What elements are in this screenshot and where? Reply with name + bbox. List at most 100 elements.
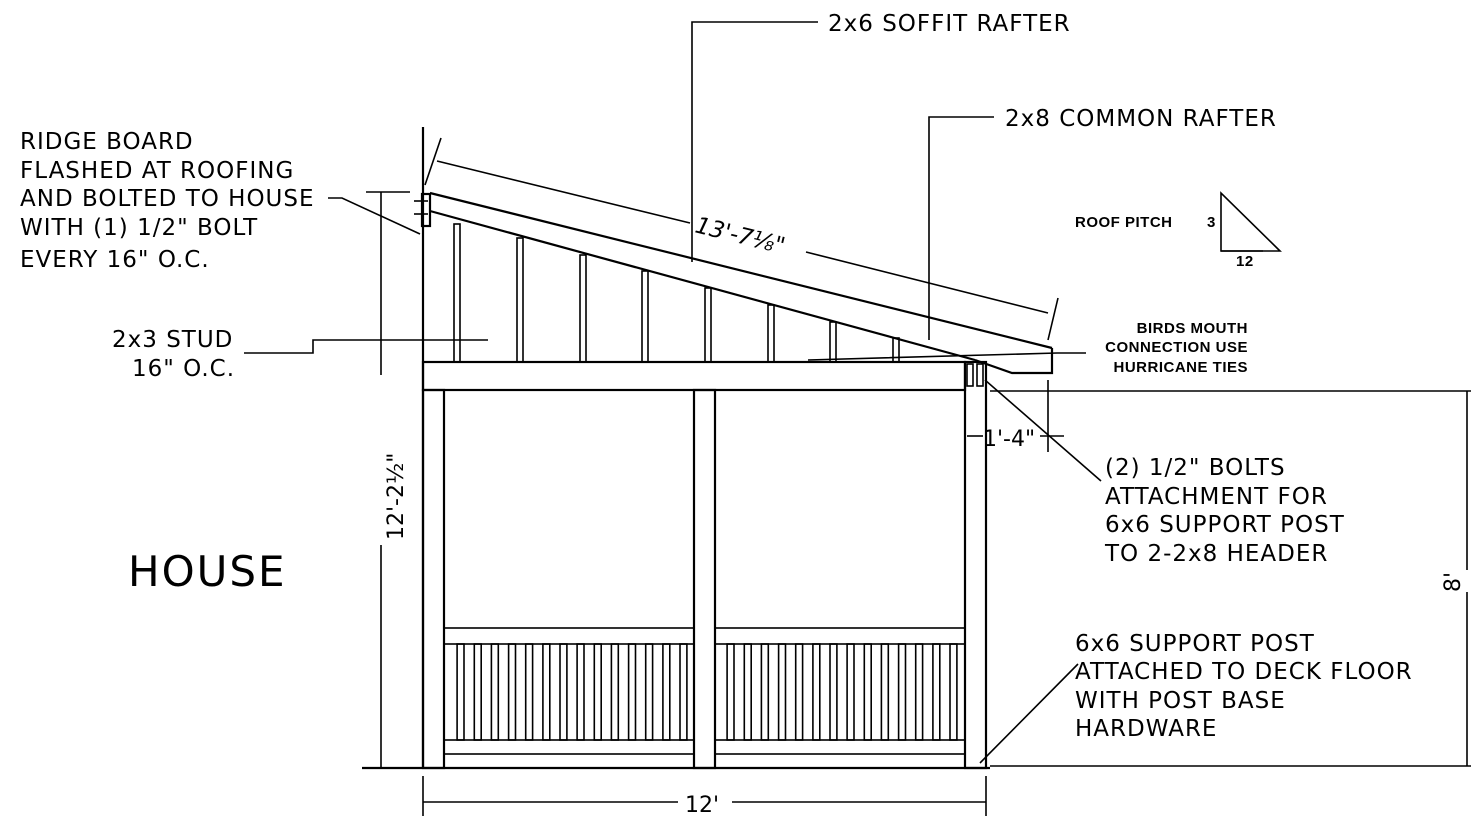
birds-mouth-line: BIRDS MOUTH [1137,320,1248,337]
framing [362,127,1054,770]
baluster [760,643,770,741]
stud-leader [244,339,488,354]
bottom-rail [714,739,966,755]
dimension-height: 12'-2½" [366,191,410,768]
pitch-run: 12 [1236,253,1254,270]
support-post-line: WITH POST BASE [1075,688,1286,714]
stud-note-line: 16" O.C. [132,356,235,382]
baluster [897,643,907,741]
birds-mouth-note: BIRDS MOUTH CONNECTION USE HURRICANE TIE… [1105,320,1248,376]
gable-studs [453,223,900,363]
baluster [593,643,602,741]
baluster [559,643,568,741]
overhang-label: 1'-4" [983,427,1035,452]
ridge-board-note: RIDGE BOARD FLASHED AT ROOFING AND BOLTE… [20,129,315,273]
baluster [610,643,620,741]
baluster [473,643,482,741]
rafter-bottom-edge [429,209,976,362]
bolts-note-line: ATTACHMENT FOR [1105,484,1328,510]
birds-mouth-line: CONNECTION USE [1105,339,1248,356]
support-post-leader [979,663,1079,764]
ridge-note-line: WITH (1) 1/2" BOLT [20,215,258,241]
baluster [829,643,838,741]
stud [516,237,524,363]
baluster [662,643,671,741]
height-label: 12'-2½" [384,453,409,540]
baluster [644,643,654,741]
top-rail [714,627,966,645]
stud [453,223,461,363]
support-post-line: ATTACHED TO DECK FLOOR [1075,659,1413,685]
header-beam [421,360,967,392]
bolts-note: (2) 1/2" BOLTS ATTACHMENT FOR 6x6 SUPPOR… [1104,455,1345,567]
bottom-rail [443,739,695,755]
bolts-note-line: 6x6 SUPPORT POST [1105,512,1345,538]
soffit-rafter-label: 2x6 SOFFIT RAFTER [828,11,1071,37]
roof-pitch-symbol: ROOF PITCH 3 12 [1075,191,1282,270]
dimension-right-height: 8' [990,390,1471,767]
soffit-leader [691,21,818,262]
ridge-note-line: AND BOLTED TO HOUSE [20,186,315,212]
baluster [726,643,735,741]
ridge-note-line: EVERY 16" O.C. [20,247,210,273]
roof-pitch-label: ROOF PITCH [1075,214,1173,231]
stud [641,270,649,363]
baluster [542,643,551,741]
baluster [627,643,637,741]
rafter-length-label: 13'-7⅛" [693,213,788,260]
support-post-line: 6x6 SUPPORT POST [1075,631,1315,657]
bolts-leader [984,379,1102,482]
baluster [524,643,534,741]
house-label: HOUSE [128,547,287,596]
baluster [812,643,821,741]
right-post [963,360,988,770]
post-bolt [966,363,974,387]
birds-mouth-leader [807,352,1086,361]
birds-mouth-line: HURRICANE TIES [1113,359,1248,376]
common-rafter-label: 2x8 COMMON RAFTER [1005,106,1277,132]
pitch-rise: 3 [1207,214,1216,231]
baluster [507,643,517,741]
baluster [932,643,941,741]
baluster [743,643,752,741]
baluster [914,643,924,741]
support-post-line: HARDWARE [1075,716,1217,742]
stud [767,304,775,363]
dimension-overhang: 1'-4" [967,380,1064,452]
baluster [490,643,500,741]
baluster [880,643,890,741]
ridge-board [420,192,432,228]
common-rafter-leader [928,116,994,340]
stud [704,287,712,363]
width-label: 12' [685,793,719,816]
baluster [777,643,787,741]
bolts-note-line: TO 2-2x8 HEADER [1104,541,1328,567]
pitch-triangle [1220,191,1282,252]
dimension-rafter-length: 13'-7⅛" [424,137,1059,341]
left-post [421,388,446,770]
baluster [794,643,804,741]
top-rail [443,627,695,645]
balusters [456,643,688,741]
right-height-label: 8' [1441,572,1466,592]
stud [829,321,837,363]
support-post-note: 6x6 SUPPORT POST ATTACHED TO DECK FLOOR … [1075,631,1413,742]
baluster [576,643,585,741]
stud-note: 2x3 STUD 16" O.C. [112,327,235,382]
baluster [456,643,465,741]
ridge-leader [328,197,421,235]
ridge-note-line: FLASHED AT ROOFING [20,158,294,184]
baluster [846,643,855,741]
baluster [863,643,872,741]
middle-post [692,388,717,770]
railing [443,627,966,755]
bolts-note-line: (2) 1/2" BOLTS [1105,455,1286,481]
ridge-note-line: RIDGE BOARD [20,129,194,155]
stud-note-line: 2x3 STUD [112,327,233,353]
stud [579,254,587,363]
baluster [679,643,688,741]
rafter-top-edge [429,191,1053,350]
baluster [949,643,958,741]
post-bolt [976,363,984,387]
